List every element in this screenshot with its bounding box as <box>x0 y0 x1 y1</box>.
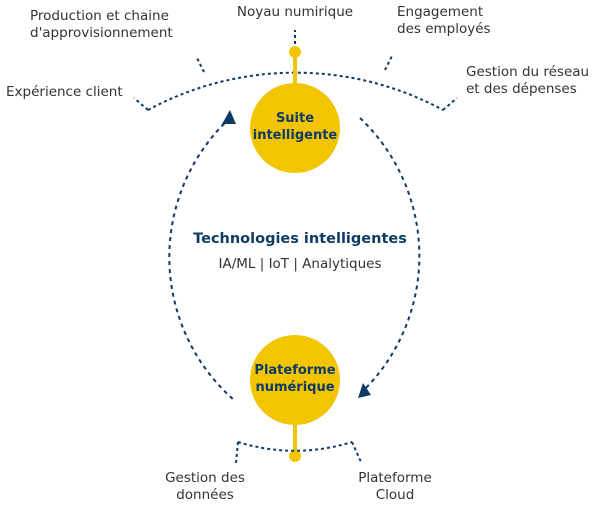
suite-label-line1: Suite <box>275 111 315 126</box>
label-gestion-reseau: Gestion du réseau et des dépenses <box>466 64 596 98</box>
label-production-line1: Production et chaine <box>30 8 169 24</box>
label-noyau-text: Noyau numirique <box>236 4 354 20</box>
label-cloud-line2: Cloud <box>375 487 415 503</box>
bottom-arc-tick-left <box>235 441 239 464</box>
suite-intelligente-circle <box>250 83 340 173</box>
cycle-arc-left <box>168 117 235 401</box>
suite-intelligente-label: Suite intelligente <box>245 110 345 144</box>
label-experience-text: Expérience client <box>6 84 123 100</box>
label-gestion-reseau-line1: Gestion du réseau <box>466 64 590 80</box>
cycle-arrow-up <box>222 110 236 124</box>
bottom-arc <box>237 441 353 452</box>
label-experience-client: Expérience client <box>6 84 156 101</box>
center-subtitle: IA/ML | IoT | Analytiques <box>218 256 382 272</box>
label-gestion-donnees: Gestion des données <box>150 470 260 504</box>
plateforme-numerique-circle <box>250 335 340 425</box>
top-arc <box>147 71 444 111</box>
bottom-connector-dot <box>289 450 301 462</box>
label-engagement-line1: Engagement <box>397 4 484 20</box>
plateforme-label-line1: Plateforme <box>254 363 336 378</box>
label-engagement-line2: des employés <box>397 21 491 37</box>
plateforme-numerique-label: Plateforme numérique <box>245 362 345 396</box>
cycle-arrow-down <box>358 383 371 398</box>
bottom-arc-tick-right <box>351 441 362 463</box>
top-arc-tick-right-end <box>442 97 458 111</box>
label-plateforme-cloud: Plateforme Cloud <box>340 470 450 504</box>
top-connector-dot <box>289 46 301 58</box>
suite-label-line2: intelligente <box>252 128 338 143</box>
label-gestion-reseau-line2: et des dépenses <box>466 81 577 97</box>
label-noyau-numirique: Noyau numirique <box>220 4 370 21</box>
label-engagement: Engagement des employés <box>397 4 547 38</box>
plateforme-label-line2: numérique <box>255 380 335 395</box>
top-arc-tick-production <box>195 55 205 73</box>
label-production: Production et chaine d'approvisionnement <box>30 8 210 42</box>
top-arc-tick-engagement <box>384 53 394 71</box>
label-gestion-donnees-line2: données <box>176 487 234 503</box>
label-production-line2: d'approvisionnement <box>30 25 173 41</box>
center-title: Technologies intelligentes <box>193 231 407 247</box>
label-gestion-donnees-line1: Gestion des <box>165 470 245 486</box>
cycle-arc-right <box>359 117 421 391</box>
label-cloud-line1: Plateforme <box>358 470 432 486</box>
